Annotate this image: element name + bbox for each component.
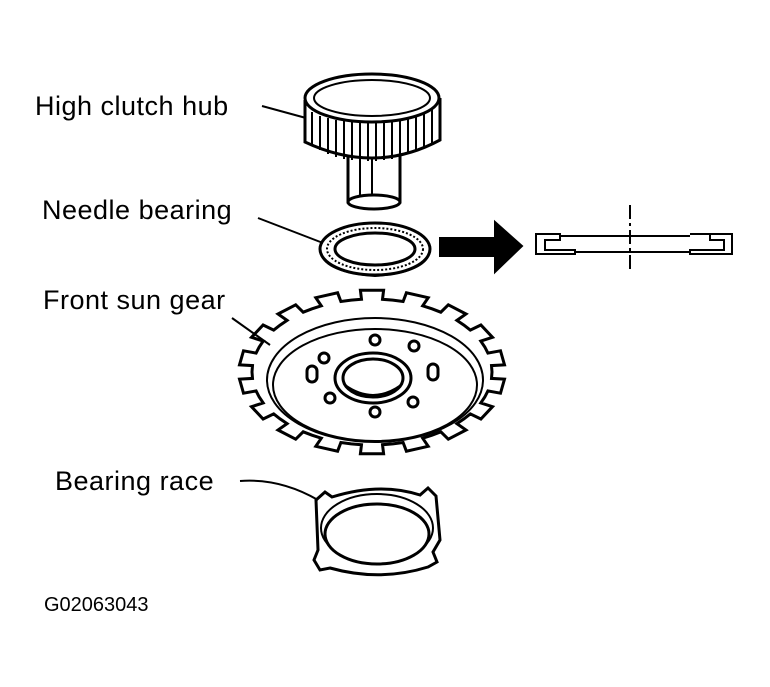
arrow-icon	[439, 219, 524, 275]
label-high-clutch-hub: High clutch hub	[35, 91, 229, 121]
front-sun-gear-part	[237, 288, 507, 456]
needle-leader-line	[257, 217, 324, 244]
high-clutch-hub-part	[303, 72, 442, 211]
label-bearing-race: Bearing race	[55, 466, 215, 496]
needle-bearing-part	[318, 221, 432, 278]
figure-code: G02063043	[44, 594, 149, 616]
label-front-sun-gear: Front sun gear	[43, 285, 226, 315]
bearing-cross-section-detail	[535, 205, 733, 272]
sun-gear-leader-line	[231, 317, 271, 346]
hub-leader-line	[261, 105, 307, 119]
bearing-race-part	[312, 485, 442, 577]
label-needle-bearing: Needle bearing	[42, 195, 233, 225]
race-leader-line	[239, 479, 319, 501]
